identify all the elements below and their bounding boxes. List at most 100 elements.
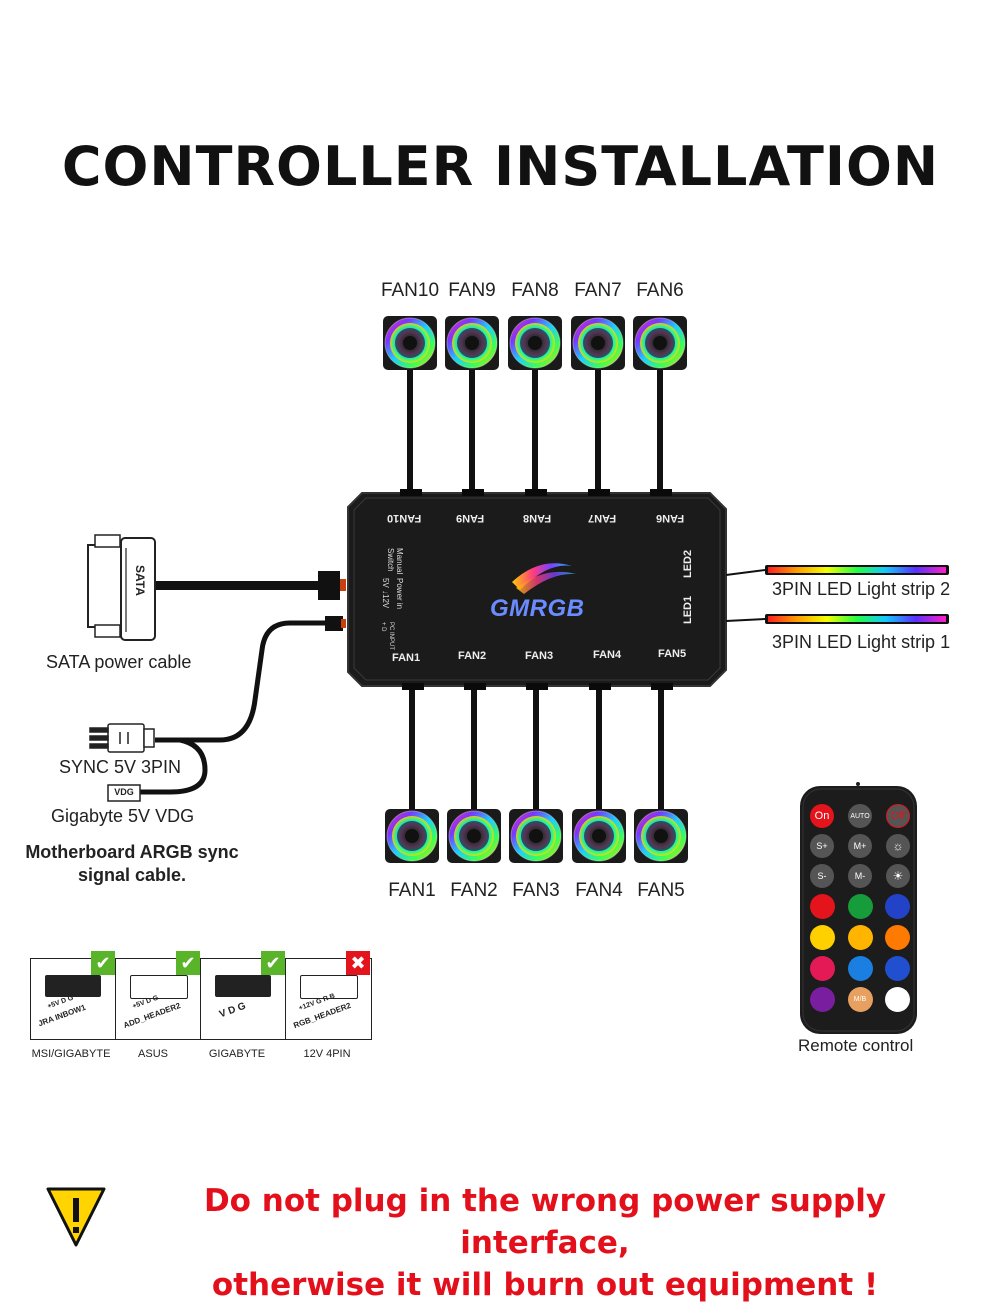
bottom-fan-label: FAN5 [637, 880, 685, 901]
fan-icon [446, 808, 502, 864]
port-label: FAN8 [523, 512, 552, 524]
remote-color-royalblue-button[interactable] [885, 956, 910, 981]
warning-icon [46, 1187, 106, 1247]
port-label: FAN6 [656, 512, 685, 524]
warning-line-2: otherwise it will burn out equipment ! [211, 1267, 879, 1303]
pc-input-label: PC INPUT [388, 622, 394, 651]
fan-icon [632, 315, 688, 371]
warning-message: Do not plug in the wrong power supply in… [120, 1180, 970, 1306]
bottom-fan-label: FAN4 [575, 880, 623, 901]
pc-input-pins: + D [380, 622, 386, 632]
port-label-led2: LED2 [682, 549, 694, 578]
remote-color-orange-button[interactable] [885, 925, 910, 950]
remote-off-button[interactable]: Off [886, 804, 910, 828]
header-card-12v: ✖ +12V G R B RGB_HEADER2 [285, 951, 372, 1040]
header-pins: V D G [217, 1000, 248, 1021]
sata-connector-text: SATA [133, 565, 147, 596]
top-fan-label: FAN7 [574, 280, 622, 301]
brightness-up-icon[interactable]: ☼ [886, 834, 910, 858]
controller-hub [347, 489, 727, 690]
check-icon: ✔ [261, 951, 285, 975]
remote-color-purple-button[interactable] [810, 987, 835, 1012]
cross-icon: ✖ [346, 951, 370, 975]
top-fan-label: FAN6 [636, 280, 684, 301]
remote-color-white-button[interactable] [885, 987, 910, 1012]
header-plug-icon [130, 975, 188, 999]
header-card-gigabyte: ✔ V D G [200, 951, 287, 1040]
remote-color-green-button[interactable] [847, 894, 873, 919]
fan-icon [382, 315, 438, 371]
remote-keypad: On AUTO Off S+ M+ ☼ S- M- ☀ M/B [810, 804, 910, 1012]
remote-color-pink-button[interactable] [810, 956, 835, 981]
port-label: FAN4 [593, 649, 622, 661]
remote-color-amber-button[interactable] [847, 925, 873, 950]
remote-color-skyblue-button[interactable] [847, 956, 873, 981]
remote-on-button[interactable]: On [810, 804, 834, 828]
warning-line-1: Do not plug in the wrong power supply in… [203, 1183, 887, 1261]
power-in-pins: 5V ↓12V [381, 578, 390, 609]
bottom-fan-label: FAN1 [388, 880, 436, 901]
header-card-msi: ✔ +5V D G JRA INBOW1 [30, 951, 117, 1040]
led-strip-2 [765, 565, 949, 575]
led-strip-1-label: 3PIN LED Light strip 1 [772, 632, 951, 652]
remote-mode-down-button[interactable]: M- [848, 864, 872, 888]
header-plug-icon [45, 975, 101, 997]
bottom-fan-label: FAN3 [512, 880, 560, 901]
sync-label: SYNC 5V 3PIN [59, 757, 182, 777]
port-label: FAN9 [456, 512, 485, 524]
led-strip-cables [725, 569, 766, 622]
port-label: FAN7 [588, 512, 617, 524]
remote-control-label: Remote control [798, 1036, 914, 1055]
remote-auto-button[interactable]: AUTO [848, 804, 872, 828]
sync-plug-icon [89, 723, 155, 753]
header-plug-icon [215, 975, 271, 997]
remote-color-yellow-button[interactable] [810, 925, 835, 950]
led-strip-2-label: 3PIN LED Light strip 2 [772, 579, 951, 599]
header-brand-label: GIGABYTE [208, 1048, 266, 1060]
bottom-fan-cables [409, 686, 664, 815]
sata-cable [87, 534, 346, 641]
brightness-down-icon[interactable]: ☀ [886, 864, 910, 888]
remote-mode-up-button[interactable]: M+ [848, 834, 872, 858]
page-title: CONTROLLER INSTALLATION [61, 135, 940, 198]
vdg-label: Gigabyte 5V VDG [51, 806, 195, 826]
remote-color-red-button[interactable] [810, 894, 835, 919]
vdg-tag: VDG [114, 787, 134, 797]
brand-logo-text: GMRGB [490, 595, 585, 622]
top-fan-cables [407, 370, 663, 497]
header-brand-label: MSI/GIGABYTE [31, 1048, 111, 1060]
header-brand-label: ASUS [138, 1048, 168, 1060]
fan-icon [633, 808, 689, 864]
fan-icon [571, 808, 627, 864]
sync-cable [140, 620, 328, 795]
power-in-label: Power in [395, 578, 404, 610]
port-label: FAN1 [392, 652, 421, 664]
check-icon: ✔ [176, 951, 200, 975]
remote-speed-down-button[interactable]: S- [810, 864, 834, 888]
remote-color-blue-button[interactable] [885, 894, 910, 919]
top-fan-label: FAN9 [448, 280, 496, 301]
port-label: FAN3 [525, 650, 554, 662]
header-silk: JRA INBOW1 [36, 1002, 87, 1029]
sync-cable-label-1: Motherboard ARGB sync [25, 842, 239, 862]
sync-cable-label-2: signal cable. [77, 865, 187, 885]
port-label: FAN2 [458, 650, 487, 662]
fan-icon [508, 808, 564, 864]
top-fan-label: FAN10 [380, 280, 440, 301]
port-label: FAN5 [658, 648, 687, 660]
fan-icon [444, 315, 500, 371]
fan-icon [384, 808, 440, 864]
controller-top-ports: FAN10 FAN9 FAN8 FAN7 FAN6 [378, 512, 698, 532]
sata-cable-label: SATA power cable [46, 652, 192, 672]
fan-icon [570, 315, 626, 371]
port-label-led1: LED1 [682, 595, 694, 624]
controller-bottom-ports: FAN1 FAN2 FAN3 FAN4 FAN5 [382, 648, 702, 672]
header-plug-icon [300, 975, 358, 999]
remote-speed-up-button[interactable]: S+ [810, 834, 834, 858]
remote-mb-button[interactable]: M/B [847, 987, 873, 1012]
header-card-asus: ✔ +5V D G ADD_HEADER2 [115, 951, 202, 1040]
check-icon: ✔ [91, 951, 115, 975]
led-strip-1 [765, 614, 949, 624]
bottom-fan-label: FAN2 [450, 880, 498, 901]
fan-icon [507, 315, 563, 371]
